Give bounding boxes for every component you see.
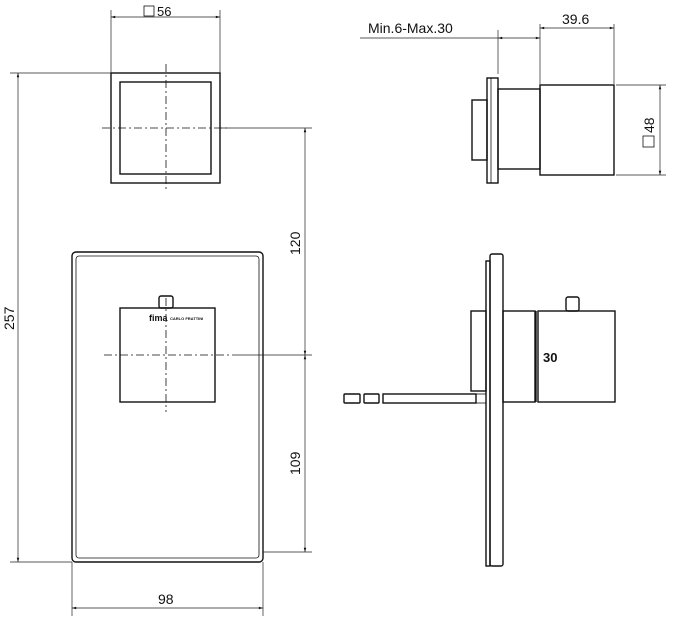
spindle-rod	[343, 393, 487, 404]
dim-label-109: 109	[287, 451, 303, 475]
dimension-56: 56	[110, 4, 221, 73]
temperature-mark: 30	[543, 350, 557, 365]
dimension-48: 48	[616, 84, 666, 176]
front-knob-view	[102, 64, 230, 192]
dim-label-56: 56	[157, 4, 171, 19]
dim-label-98: 98	[158, 591, 174, 607]
cover-plate: fima CARLO FRATTINI	[71, 251, 264, 563]
dim-label-39-6: 39.6	[562, 11, 589, 27]
svg-text:fima: fima	[149, 313, 169, 323]
brand-logo: fima CARLO FRATTINI	[149, 313, 203, 323]
dim-label-120: 120	[287, 231, 303, 255]
dim-label-257: 257	[1, 306, 17, 330]
dimension-98: 98	[71, 562, 264, 616]
dim-label-48: 48	[641, 117, 657, 133]
dimension-120-109: 120 109	[220, 127, 312, 553]
dim-label-min-max: Min.6-Max.30	[368, 20, 453, 36]
dimension-257: 257	[1, 72, 111, 563]
dimension-39-6: 39.6	[539, 11, 615, 84]
side-assembly-view: 30	[343, 253, 616, 567]
dimension-min-max: Min.6-Max.30	[360, 20, 541, 74]
side-knob-view	[471, 77, 615, 184]
svg-text:CARLO FRATTINI: CARLO FRATTINI	[170, 316, 203, 321]
